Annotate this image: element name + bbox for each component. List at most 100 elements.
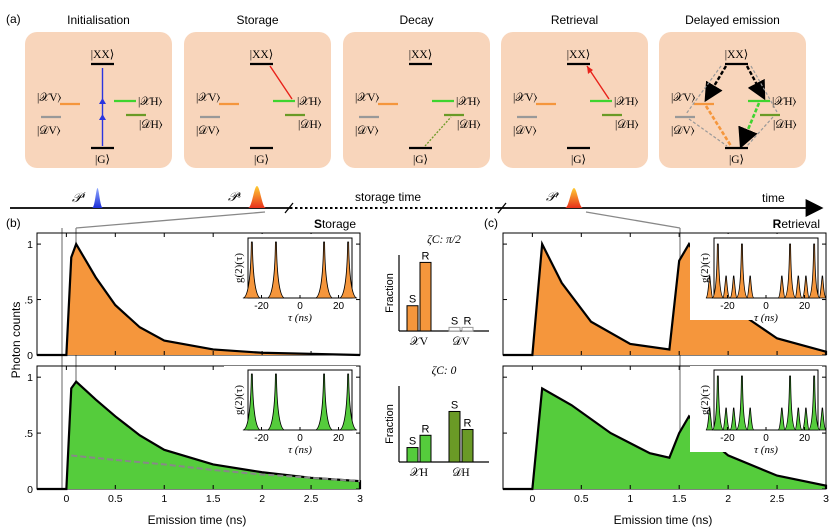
g2-sidepeak [818, 275, 827, 299]
label-xx: |XX⟩ [409, 48, 432, 61]
bar-category-label: 𝒟H [452, 467, 469, 479]
bar-letter: S [451, 315, 458, 327]
bar [461, 326, 474, 332]
stage-title: Retrieval [551, 13, 598, 27]
bar-letter: R [422, 423, 430, 435]
label-dv: |𝒟V⟩ [355, 125, 379, 137]
pulse-label-storage: 𝒫ˢ [228, 189, 241, 204]
g2-peak [735, 243, 749, 299]
energy-level-diagrams: Initialisation|XX⟩|𝒳V⟩|𝒟V⟩|𝒳H⟩|𝒟H⟩|G⟩Sto… [25, 13, 806, 168]
x-tick-label: 2 [725, 493, 731, 505]
inset-x-tick-label: 0 [763, 301, 769, 312]
pulse-initialisation [92, 188, 103, 208]
emission-plot-1: 0.51 [24, 232, 361, 362]
inset-x-tick-label: 0 [763, 433, 769, 444]
arrow-head [99, 98, 106, 104]
panel-b-title: Storage [314, 217, 356, 231]
stage-background [25, 32, 172, 168]
bar [406, 447, 419, 463]
x-axis-label-b: Emission time (ns) [148, 513, 247, 527]
emission-xx-xv [704, 65, 728, 103]
time-axis-label: time [762, 191, 785, 205]
y-tick-label: 0 [27, 484, 33, 496]
bar-category-label: 𝒳V [410, 336, 429, 348]
bar-letter: R [464, 315, 472, 327]
g2-sidepeak [705, 275, 714, 299]
g2-sidepeak [722, 407, 731, 431]
pulse-label-init: 𝒫ⁱ [72, 190, 85, 205]
label-g: |G⟩ [571, 153, 586, 166]
g2-peak [266, 373, 286, 431]
inset-x-tick-label: -20 [720, 301, 735, 312]
g2-peak [314, 241, 334, 299]
panel-label-a: (a) [6, 12, 21, 26]
g2-sidepeak [777, 275, 786, 299]
bar-letter: R [422, 250, 430, 262]
label-xx: |XX⟩ [91, 48, 114, 61]
bar-letter: S [409, 294, 416, 306]
label-xh: |𝒳H⟩ [614, 96, 638, 108]
x-tick-label: 1 [161, 493, 167, 505]
label-xx: |XX⟩ [725, 48, 748, 61]
emission-curve [37, 380, 362, 491]
stage-3: Decay|XX⟩|𝒳V⟩|𝒟V⟩|𝒳H⟩|𝒟H⟩|G⟩ [343, 13, 490, 168]
g2-sidepeak [729, 407, 738, 431]
g2-peak [807, 375, 821, 431]
inset-x-tick-label: -20 [254, 301, 269, 312]
g2-sidepeak [705, 407, 714, 431]
inset-frame [247, 237, 353, 299]
g2-sidepeak [801, 275, 810, 299]
g2-peak [735, 375, 749, 431]
x-tick-label: 2.5 [770, 493, 785, 505]
g2-sidepeak [818, 407, 827, 431]
x-tick-label: 1 [627, 493, 633, 505]
emission-xh-g [738, 102, 761, 149]
y-tick-label: .5 [24, 295, 33, 307]
stage-background [501, 32, 648, 168]
emission-dv-g [688, 118, 728, 147]
g2-peak [266, 241, 286, 299]
label-xh: |𝒳H⟩ [456, 96, 480, 108]
emission-curve [503, 240, 828, 357]
panel-label-c: (c) [484, 216, 498, 230]
timeline: 𝒫ⁱ 𝒫ˢ 𝒫ʳ storage time time [10, 186, 824, 217]
pulse-retrieval [565, 188, 583, 208]
bar-y-label: Fraction [384, 404, 396, 444]
x-tick-label: 3 [357, 493, 363, 505]
x-tick-label: 3 [823, 493, 829, 505]
panel-c-title: Retrieval [773, 217, 820, 231]
inset-x-tick-label: 0 [297, 301, 303, 312]
inset-x-tick-label: 20 [333, 433, 345, 444]
label-dh: |𝒟H⟩ [615, 119, 639, 131]
label-xv: |𝒳V⟩ [37, 92, 61, 104]
g2-sidepeak [729, 275, 738, 299]
x-tick-label: 2 [259, 493, 265, 505]
label-xh: |𝒳H⟩ [297, 96, 321, 108]
emission-plot-3 [502, 232, 828, 357]
stage-2: Storage|XX⟩|𝒳V⟩|𝒟V⟩|𝒳H⟩|𝒟H⟩|G⟩ [184, 13, 331, 168]
x-tick-label: 0.5 [574, 493, 589, 505]
g2-peak [711, 243, 725, 299]
inset-x-tick-label: -20 [720, 433, 735, 444]
label-g: |G⟩ [254, 153, 269, 166]
storage-time-label: storage time [355, 190, 421, 204]
bar [406, 305, 419, 332]
stage-background [659, 32, 806, 168]
emission-xx-dh [750, 65, 778, 113]
bar [448, 326, 461, 332]
bar [419, 261, 432, 332]
stage-title: Storage [236, 13, 278, 27]
inset-x-tick-label: 20 [799, 301, 811, 312]
label-xx: |XX⟩ [250, 48, 273, 61]
label-dh: |𝒟H⟩ [773, 119, 797, 131]
inset-frame [713, 369, 819, 431]
emission-curve [503, 386, 828, 491]
g2-sidepeak [801, 407, 810, 431]
emission-area [532, 388, 826, 489]
g2-peak [338, 241, 358, 299]
